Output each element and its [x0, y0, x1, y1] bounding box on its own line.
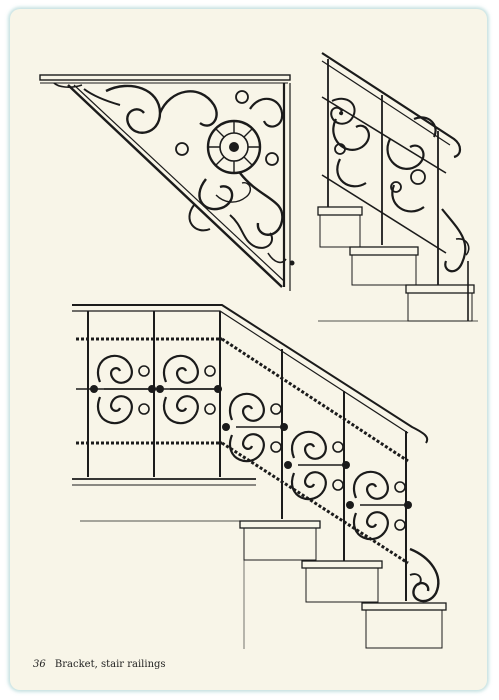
page-caption: 36 Bracket, stair railings	[33, 659, 166, 670]
caption-title: Bracket, stair railings	[54, 659, 166, 670]
wall-bracket-drawing	[39, 74, 295, 291]
book-page: 36 Bracket, stair railings	[10, 9, 487, 690]
stair-railing-drawing-lower	[72, 304, 447, 649]
stair-railing-drawing-upper	[317, 52, 478, 322]
page-number: 36	[33, 659, 46, 670]
ironwork-engraving	[39, 52, 478, 649]
